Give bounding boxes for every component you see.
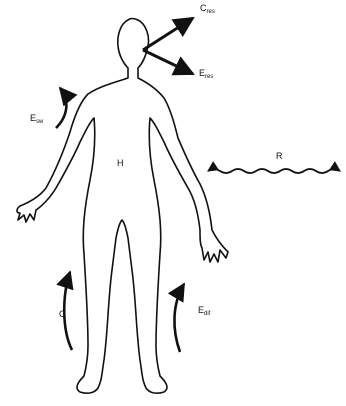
label-e-res: Eres bbox=[199, 68, 213, 80]
c-res-arrow bbox=[143, 18, 193, 50]
label-h: H bbox=[117, 158, 124, 168]
e-sw-arrow bbox=[56, 88, 66, 128]
label-e-dif: Edif bbox=[198, 305, 211, 317]
label-e-sw: Esw bbox=[30, 113, 44, 125]
r-wavy-arrow bbox=[208, 169, 340, 173]
label-r: R bbox=[276, 151, 283, 161]
label-c: C bbox=[59, 309, 66, 319]
e-res-arrow bbox=[143, 50, 193, 74]
human-body-outline bbox=[17, 19, 228, 394]
label-c-res: Cres bbox=[200, 3, 215, 15]
e-dif-arrow bbox=[174, 284, 184, 352]
